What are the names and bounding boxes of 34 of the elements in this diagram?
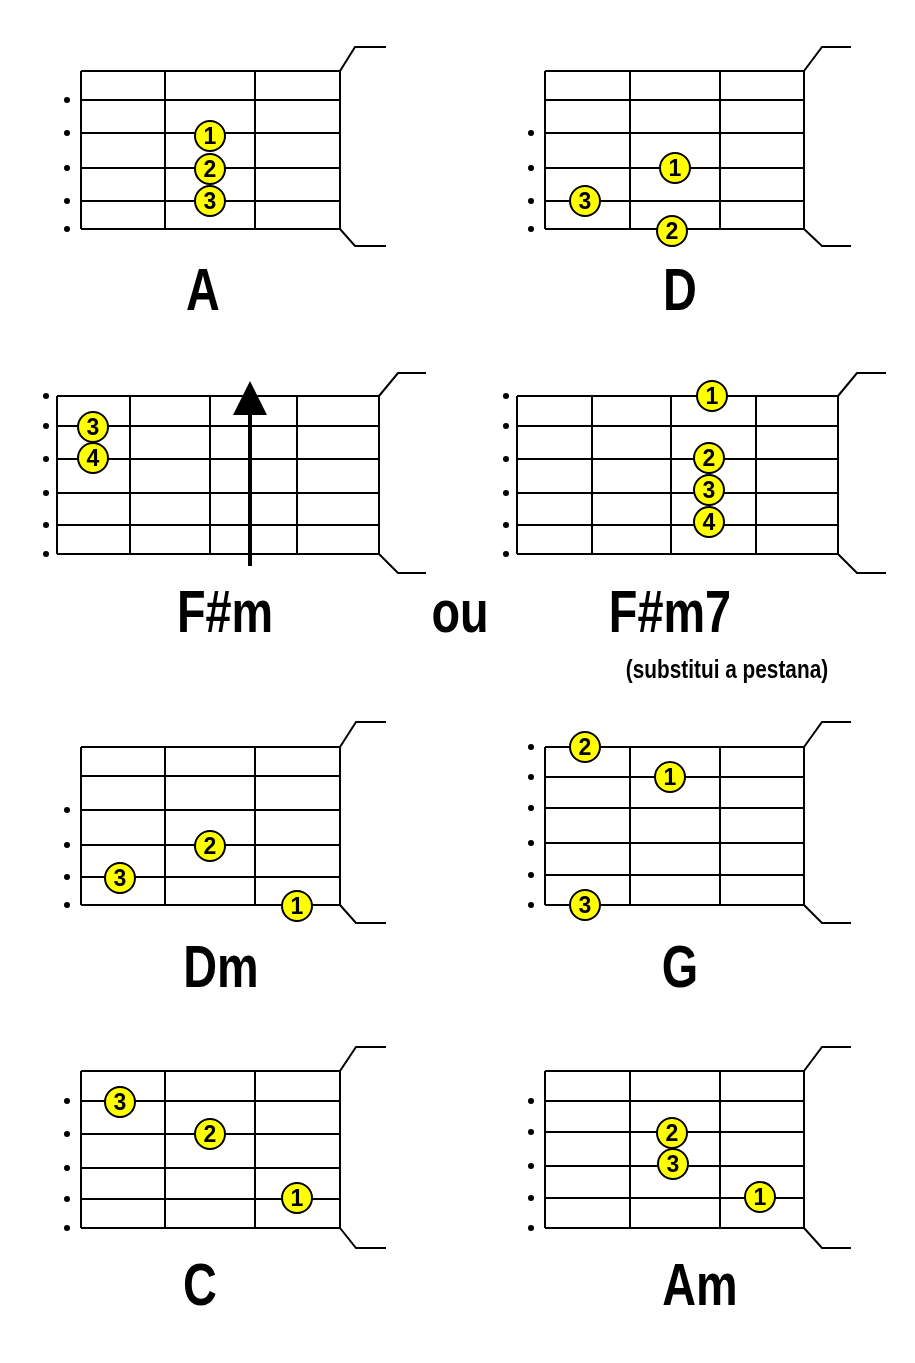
finger-marker: 1 xyxy=(281,1182,313,1214)
finger-marker: 2 xyxy=(194,1118,226,1150)
finger-marker: 4 xyxy=(693,506,725,538)
chord-name: Dm xyxy=(183,937,259,997)
finger-marker: 4 xyxy=(77,442,109,474)
finger-marker: 2 xyxy=(194,153,226,185)
chord-name: F#m xyxy=(176,582,274,642)
chord-name: F#m7 xyxy=(608,582,732,642)
finger-marker: 2 xyxy=(656,215,688,247)
finger-marker: 3 xyxy=(104,862,136,894)
finger-marker: 3 xyxy=(194,185,226,217)
chord-name: Am xyxy=(662,1255,738,1315)
finger-marker: 3 xyxy=(104,1086,136,1118)
finger-marker: 1 xyxy=(659,152,691,184)
finger-marker: 1 xyxy=(281,890,313,922)
finger-marker: 3 xyxy=(657,1148,689,1180)
chord-name: A xyxy=(186,260,220,320)
finger-marker: 2 xyxy=(569,731,601,763)
alternative-word: ou xyxy=(431,582,489,642)
finger-marker: 3 xyxy=(77,411,109,443)
chord-name: D xyxy=(663,260,697,320)
finger-marker: 3 xyxy=(569,889,601,921)
chord-name: C xyxy=(183,1255,217,1315)
finger-marker: 2 xyxy=(693,442,725,474)
chord-name: G xyxy=(661,937,699,997)
finger-marker: 3 xyxy=(693,474,725,506)
finger-marker: 2 xyxy=(194,830,226,862)
chord-note: (substitui a pestana) xyxy=(625,655,829,683)
finger-marker: 1 xyxy=(194,120,226,152)
finger-marker: 1 xyxy=(654,761,686,793)
finger-marker: 1 xyxy=(696,380,728,412)
finger-marker: 2 xyxy=(656,1117,688,1149)
finger-marker: 3 xyxy=(569,185,601,217)
finger-marker: 1 xyxy=(744,1181,776,1213)
